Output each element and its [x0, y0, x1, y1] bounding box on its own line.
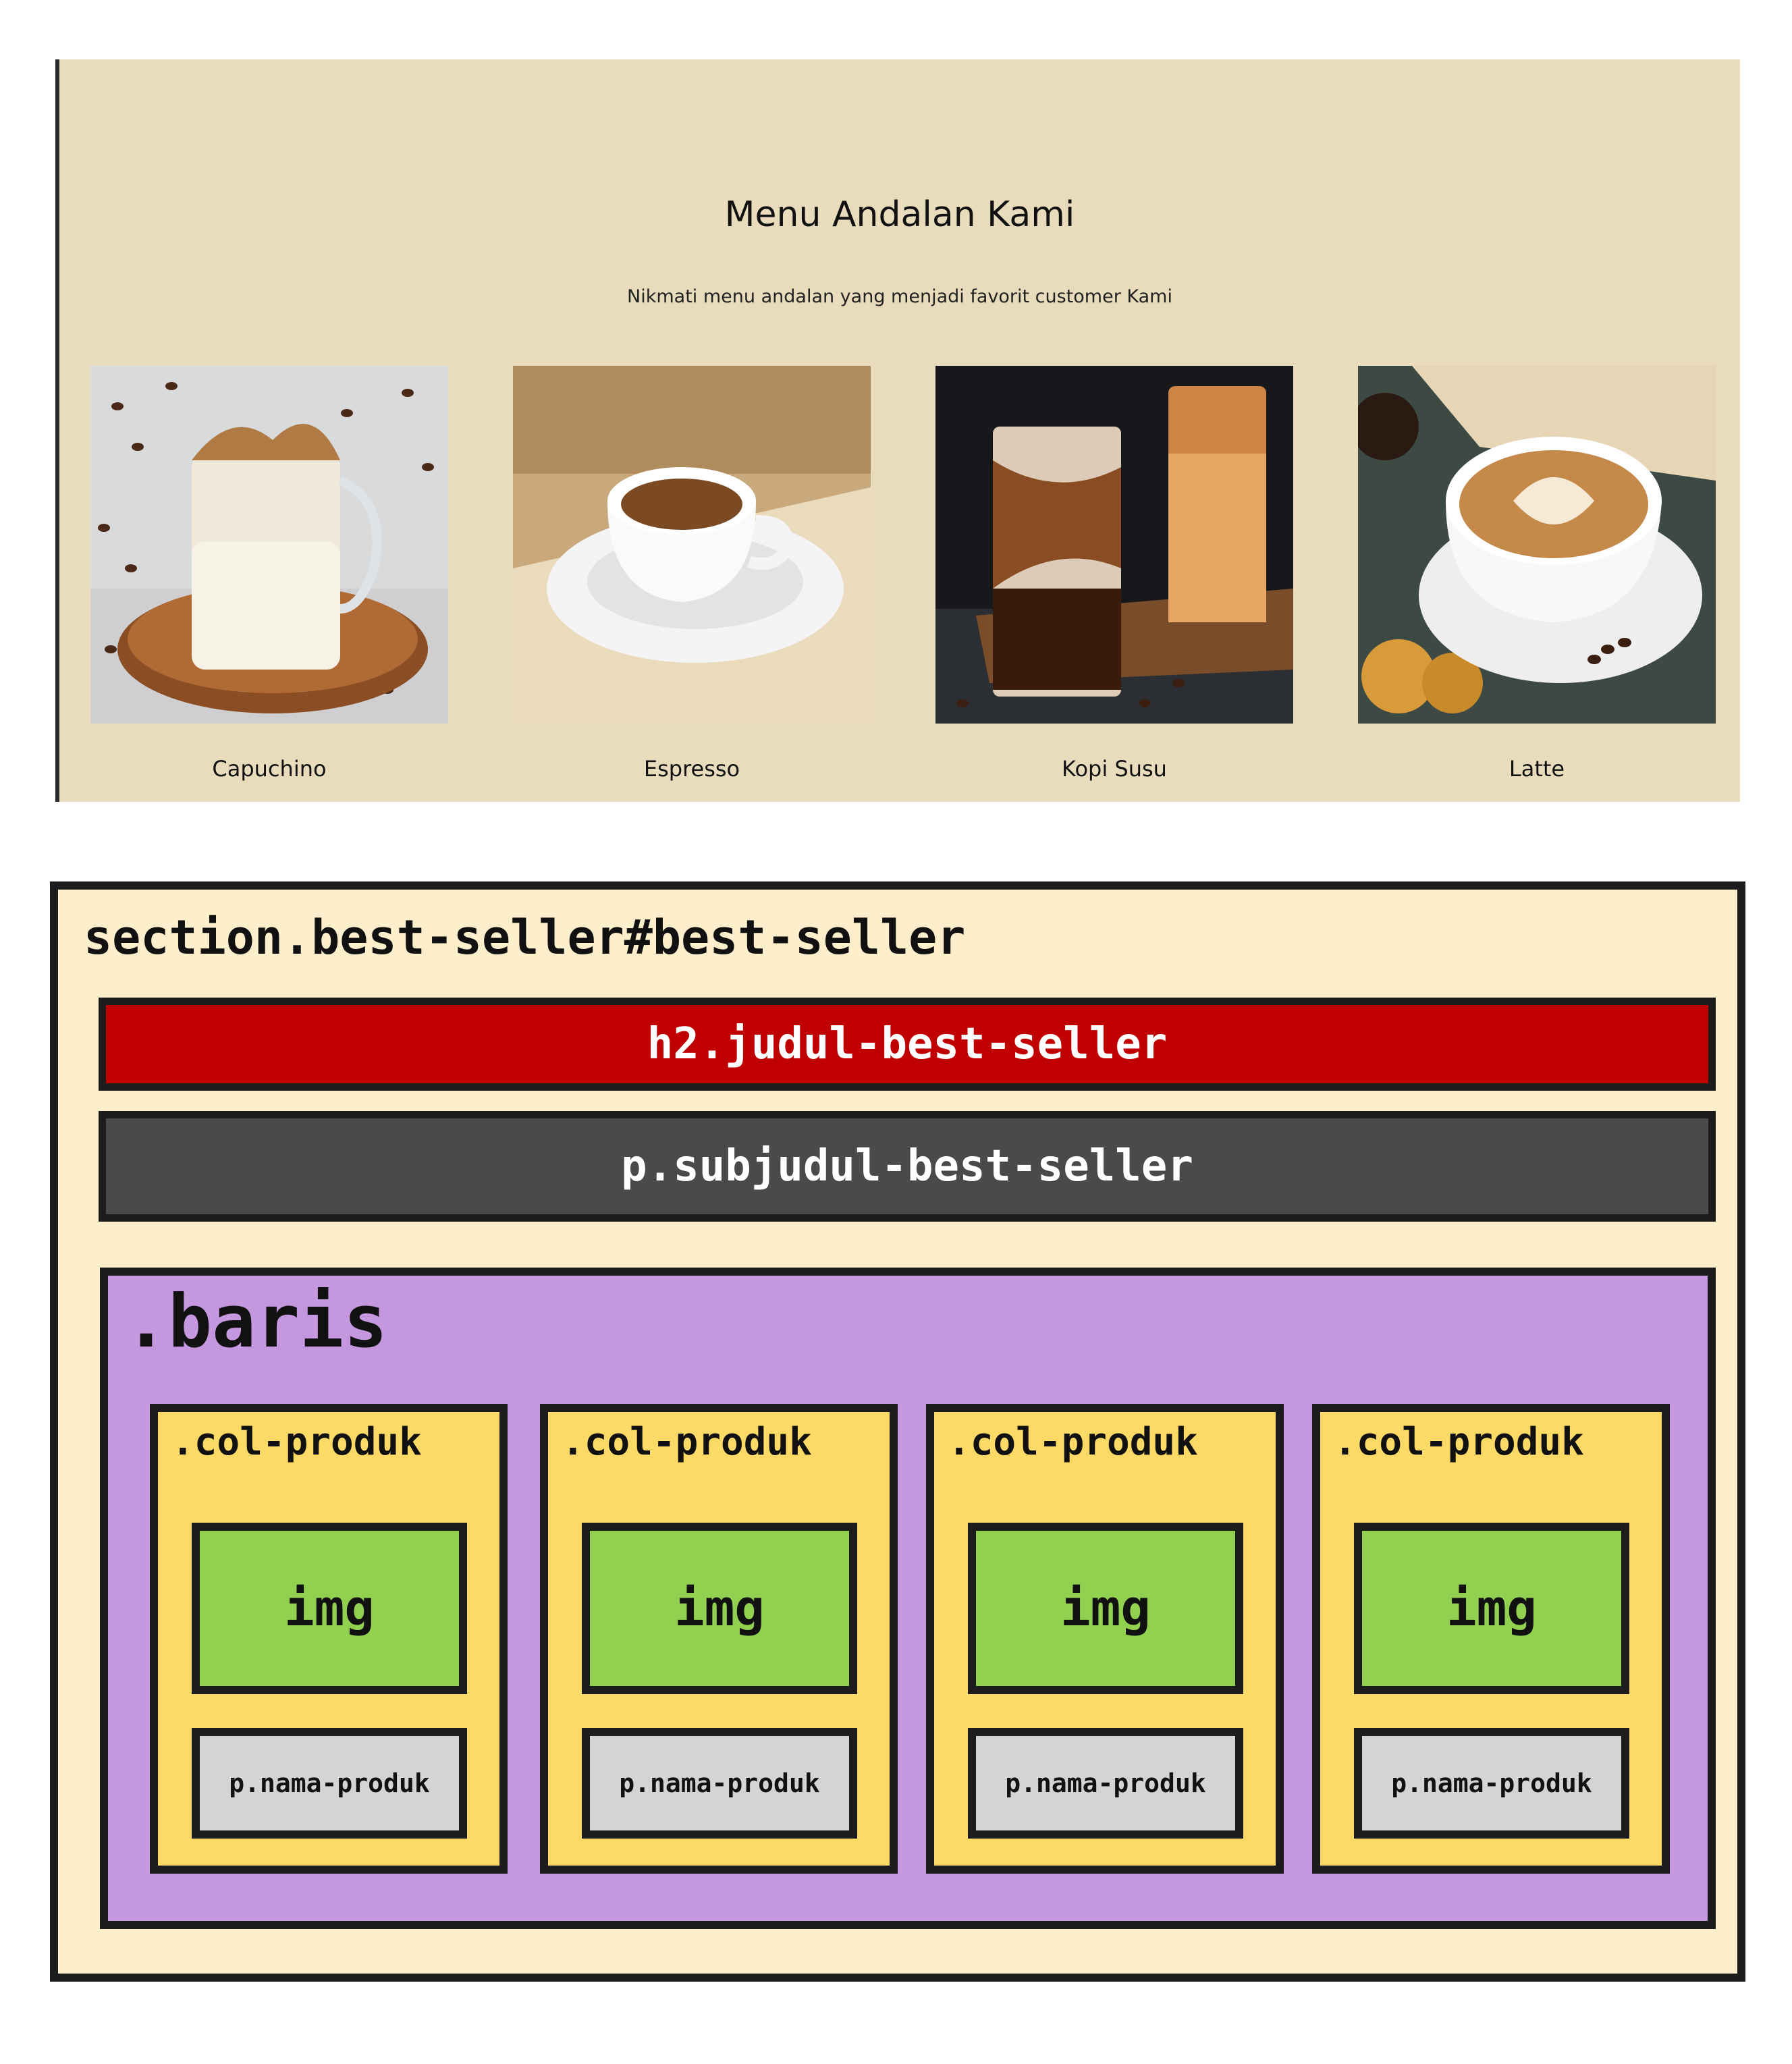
column-block: .col-produk img p.nama-produk [1312, 1404, 1670, 1874]
p-label: p.subjudul-best-seller [621, 1141, 1193, 1191]
h2-label: h2.judul-best-seller [647, 1019, 1168, 1069]
preview-subtitle: Nikmati menu andalan yang menjadi favori… [627, 286, 1172, 307]
section-diagram-box: section.best-seller#best-seller h2.judul… [50, 881, 1745, 1982]
product-photo [935, 366, 1293, 724]
name-block: p.nama-produk [1354, 1728, 1629, 1839]
column-label: .col-produk [1334, 1420, 1584, 1464]
best-seller-preview: Menu Andalan Kami Nikmati menu andalan y… [55, 59, 1740, 802]
name-block: p.nama-produk [968, 1728, 1243, 1839]
column-label: .col-produk [562, 1420, 812, 1464]
product-name: Espresso [643, 756, 740, 782]
name-label: p.nama-produk [1391, 1768, 1592, 1798]
column-block: .col-produk img p.nama-produk [926, 1404, 1284, 1874]
product-name: Capuchino [212, 756, 327, 782]
img-label: img [1060, 1579, 1151, 1637]
h2-block: h2.judul-best-seller [99, 998, 1716, 1091]
preview-title: Menu Andalan Kami [724, 194, 1075, 235]
product-photo [513, 366, 871, 724]
column-block: .col-produk img p.nama-produk [540, 1404, 898, 1874]
img-block: img [192, 1523, 467, 1694]
name-label: p.nama-produk [619, 1768, 820, 1798]
p-block: p.subjudul-best-seller [99, 1111, 1716, 1222]
img-label: img [1446, 1579, 1537, 1637]
column-label: .col-produk [171, 1420, 422, 1464]
row-block: .baris .col-produk img p.nama-produk .co… [100, 1268, 1716, 1929]
row-label: .baris [124, 1280, 388, 1364]
section-label: section.best-seller#best-seller [84, 910, 966, 965]
img-block: img [1354, 1523, 1629, 1694]
name-block: p.nama-produk [192, 1728, 467, 1839]
column-block: .col-produk img p.nama-produk [150, 1404, 508, 1874]
product-photo [1358, 366, 1716, 724]
product-name: Latte [1509, 756, 1565, 782]
img-label: img [674, 1579, 765, 1637]
product-name: Kopi Susu [1062, 756, 1167, 782]
img-block: img [968, 1523, 1243, 1694]
img-block: img [582, 1523, 857, 1694]
name-label: p.nama-produk [229, 1768, 430, 1798]
name-label: p.nama-produk [1005, 1768, 1206, 1798]
product-photo [90, 366, 448, 724]
img-label: img [284, 1579, 375, 1637]
name-block: p.nama-produk [582, 1728, 857, 1839]
column-label: .col-produk [948, 1420, 1198, 1464]
